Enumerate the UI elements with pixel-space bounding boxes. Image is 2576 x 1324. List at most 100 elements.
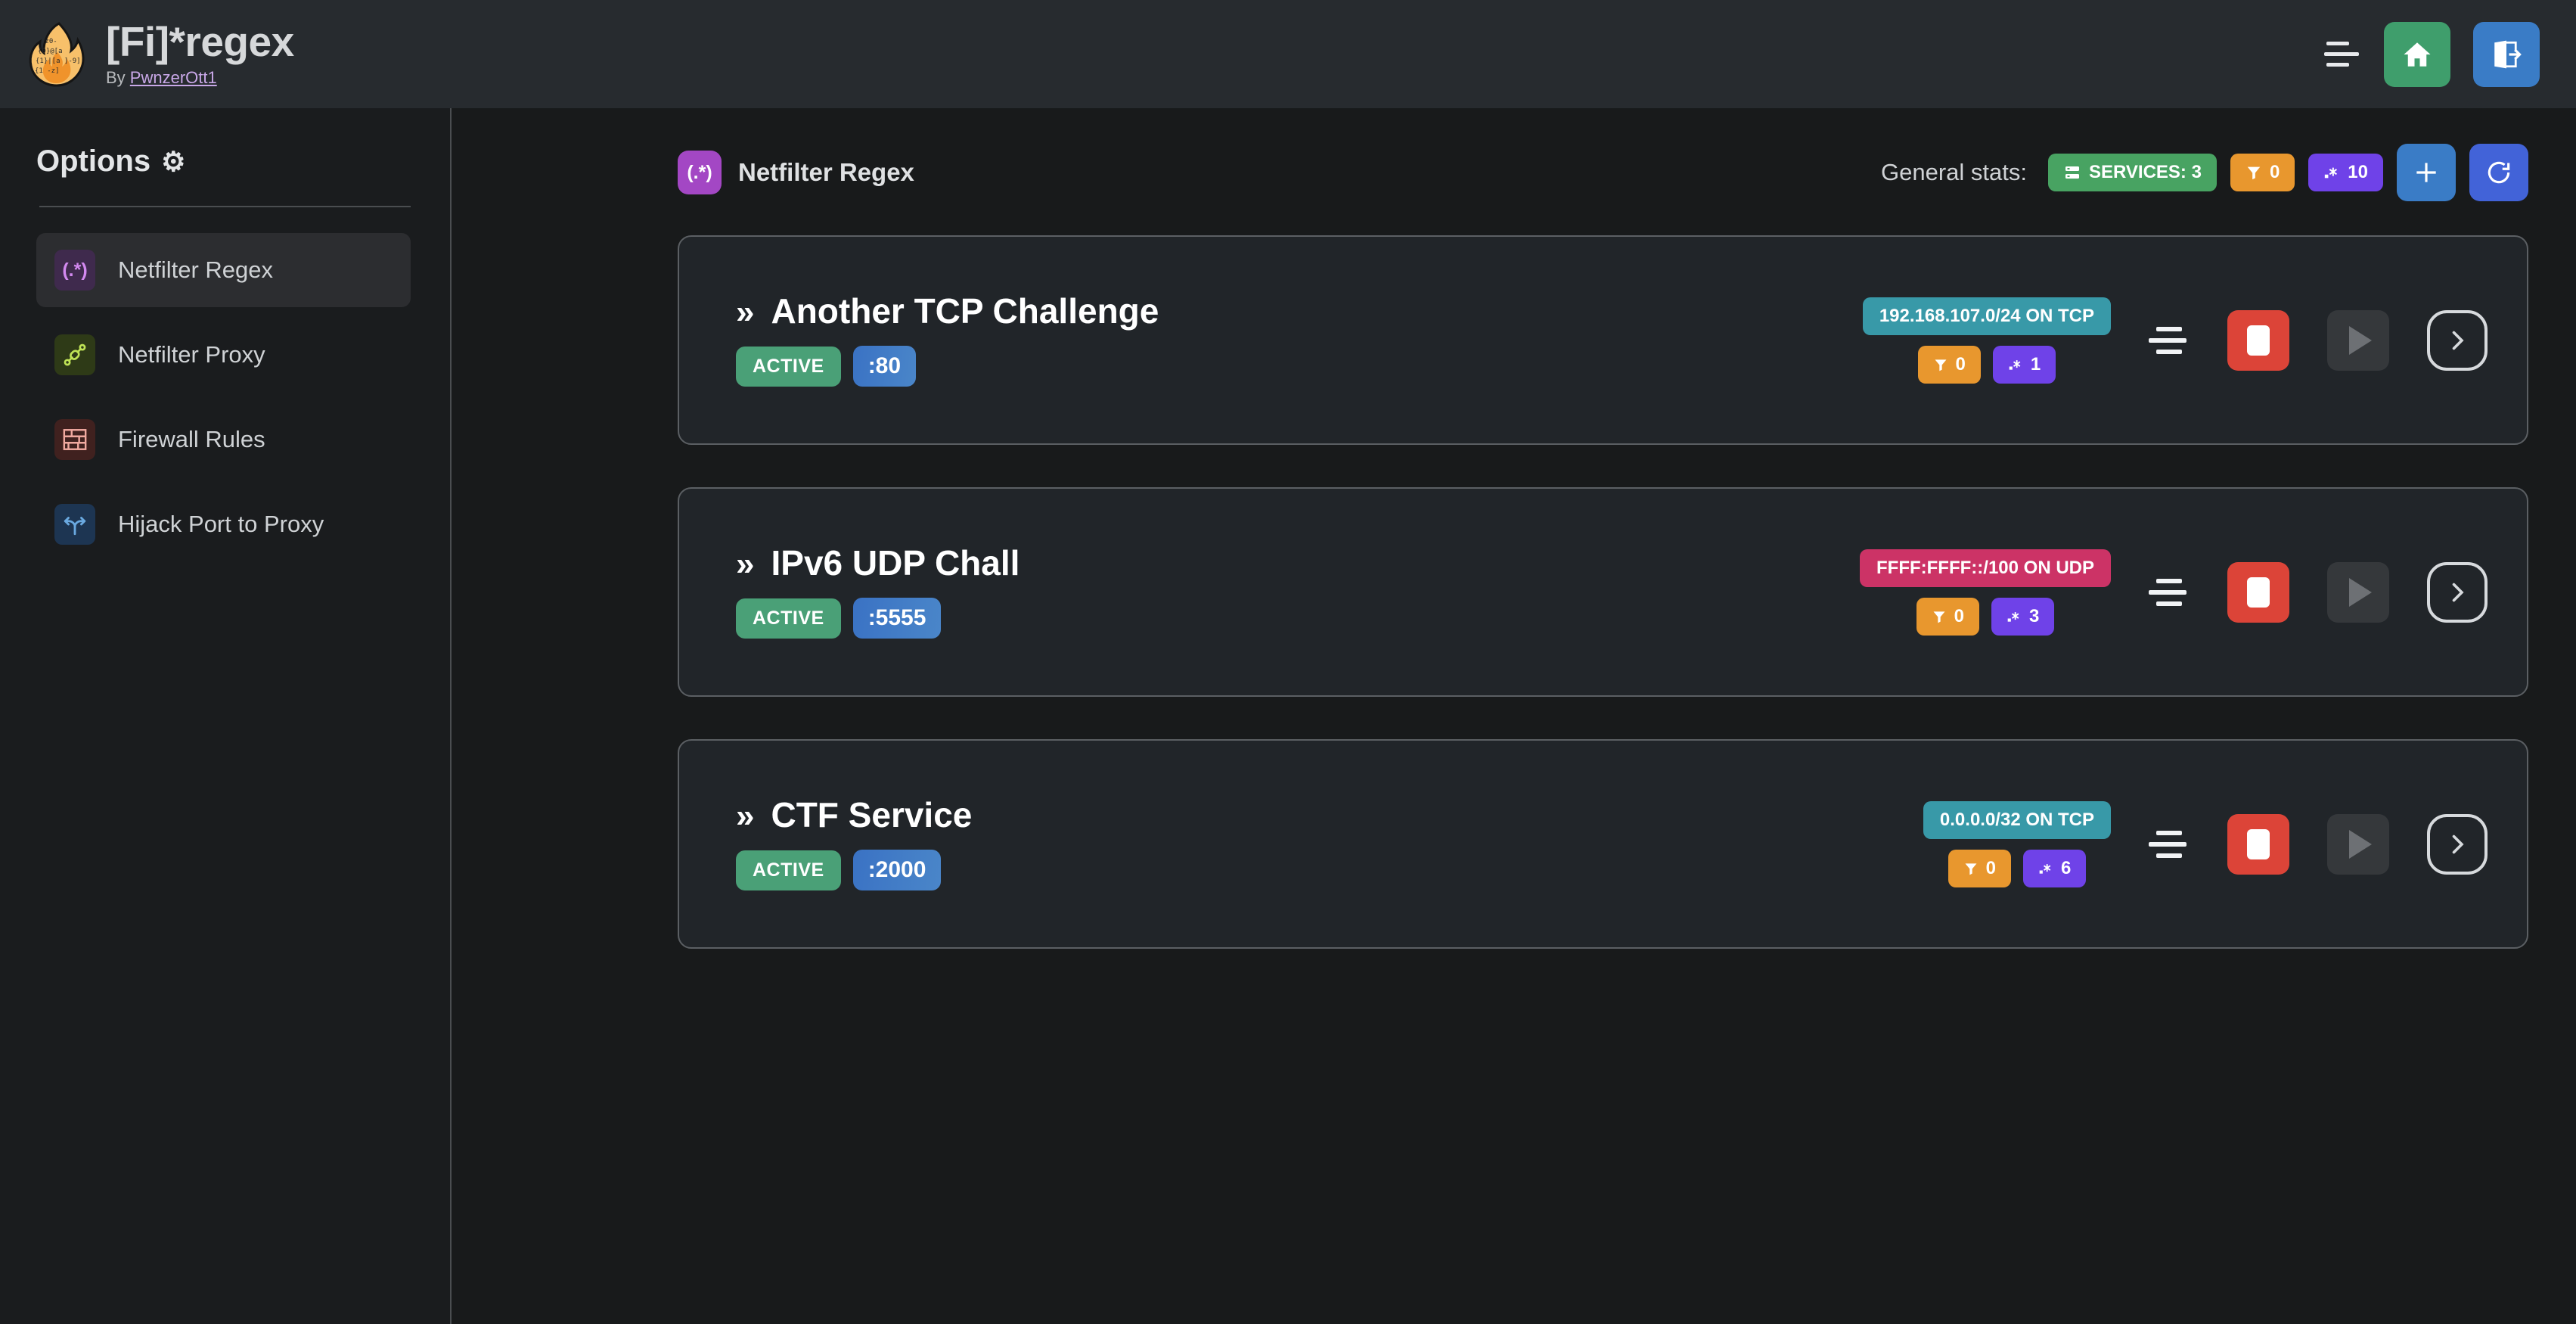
services-count-label: SERVICES: 3 — [2088, 162, 2202, 182]
hamburger-line — [2326, 63, 2349, 67]
network-badge: 0.0.0.0/32 ON TCP — [1923, 800, 2111, 839]
sidebar-item-label: Netfilter Proxy — [118, 341, 265, 368]
home-button[interactable] — [2384, 21, 2450, 87]
logout-button[interactable] — [2473, 21, 2540, 87]
service-info: » Another TCP Challenge ACTIVE :80 — [736, 294, 1159, 387]
drag-handle-icon[interactable] — [2149, 830, 2190, 858]
plug-icon — [54, 334, 95, 375]
double-chevron-icon: » — [736, 797, 755, 834]
refresh-button[interactable] — [2469, 144, 2528, 201]
page-title: (.*) Netfilter Regex — [678, 151, 914, 194]
top-bar-actions — [2322, 21, 2540, 87]
regex-star-icon — [2325, 167, 2338, 179]
status-badge-regexes: 3 — [1991, 597, 2055, 636]
service-card[interactable]: » CTF Service ACTIVE :2000 0.0.0.0/32 ON… — [678, 739, 2528, 949]
service-controls: 0.0.0.0/32 ON TCP 0 6 — [1923, 800, 2488, 887]
service-name: CTF Service — [771, 795, 973, 834]
regex-star-icon — [2009, 359, 2021, 370]
service-counts: 0 3 — [1916, 597, 2055, 636]
status-badge-filters: 0 — [1917, 345, 1981, 384]
sidebar-item-firewall-rules[interactable]: Firewall Rules — [36, 402, 411, 477]
top-bar: -z0- {0}@[a {1}|[a ]-9] {1 -z] [Fi]*rege… — [0, 0, 2576, 108]
general-stats: General stats: SERVICES: 3 0 10 — [1881, 144, 2528, 201]
drag-line — [2149, 337, 2186, 343]
regex-icon: (.*) — [54, 250, 95, 291]
status-badge-filters: 0 — [1916, 597, 1979, 636]
sidebar-item-label: Netfilter Regex — [118, 256, 274, 283]
sidebar-title: Options ⚙ — [36, 145, 411, 179]
regex-count-label: 6 — [2060, 857, 2072, 878]
sidebar-item-netfilter-proxy[interactable]: Netfilter Proxy — [36, 318, 411, 392]
hamburger-line — [2326, 42, 2349, 45]
main-content: (.*) Netfilter Regex General stats: SERV… — [452, 108, 2576, 1324]
server-icon — [2065, 166, 2079, 179]
service-counts: 0 1 — [1917, 345, 2056, 384]
sidebar-divider — [39, 206, 411, 207]
author-line: By PwnzerOtt1 — [106, 68, 294, 88]
port-badge: :5555 — [852, 598, 942, 639]
flame-regex-logo: -z0- {0}@[a {1}|[a ]-9] {1 -z] — [29, 21, 85, 87]
regex-count-label: 10 — [2348, 162, 2368, 182]
stop-button[interactable] — [2227, 309, 2289, 371]
regex-star-icon — [2007, 611, 2019, 622]
svg-text:-z0-: -z0- — [41, 38, 57, 45]
play-icon — [2349, 829, 2372, 859]
svg-text:{1 -z]: {1 -z] — [35, 67, 60, 75]
chevron-right-icon — [2452, 331, 2464, 350]
logout-icon — [2494, 40, 2522, 68]
svg-text:{0}@[a: {0}@[a — [38, 48, 63, 55]
filter-icon — [2247, 166, 2261, 180]
app-title: [Fi]*regex — [106, 17, 294, 65]
drag-line — [2156, 830, 2182, 835]
drag-line — [2149, 841, 2186, 847]
service-card[interactable]: » IPv6 UDP Chall ACTIVE :5555 FFFF:FFFF:… — [678, 487, 2528, 697]
service-badges: ACTIVE :2000 — [736, 850, 972, 890]
filter-icon — [1965, 862, 1977, 875]
service-list: » Another TCP Challenge ACTIVE :80 192.1… — [452, 201, 2576, 949]
status-badge-filters: 0 — [2230, 154, 2295, 191]
status-badge-services: SERVICES: 3 — [2047, 154, 2217, 191]
play-button[interactable] — [2327, 561, 2389, 623]
main-header: (.*) Netfilter Regex General stats: SERV… — [452, 108, 2576, 201]
port-badge: :2000 — [852, 850, 942, 890]
service-counts: 0 6 — [1948, 849, 2087, 887]
general-stats-label: General stats: — [1881, 159, 2027, 185]
expand-service-button[interactable] — [2427, 309, 2488, 371]
drag-handle-icon[interactable] — [2149, 578, 2190, 606]
expand-service-button[interactable] — [2427, 561, 2488, 623]
play-button[interactable] — [2327, 813, 2389, 875]
play-icon — [2349, 577, 2372, 607]
stop-button[interactable] — [2227, 813, 2289, 875]
hamburger-line — [2324, 52, 2359, 56]
drag-handle-icon[interactable] — [2149, 326, 2190, 354]
service-card[interactable]: » Another TCP Challenge ACTIVE :80 192.1… — [678, 235, 2528, 445]
stop-icon — [2247, 577, 2270, 608]
fork-arrow-icon — [54, 504, 95, 545]
stop-button[interactable] — [2227, 561, 2289, 623]
drag-line — [2156, 601, 2182, 606]
sidebar-item-hijack-port-to-proxy[interactable]: Hijack Port to Proxy — [36, 487, 411, 561]
svg-text:{1}|[a ]-9]: {1}|[a ]-9] — [36, 57, 81, 65]
regex-icon: (.*) — [678, 151, 722, 194]
filter-count-label: 0 — [2269, 162, 2280, 182]
gear-icon: ⚙ — [161, 145, 186, 177]
expand-service-button[interactable] — [2427, 813, 2488, 875]
status-badge: ACTIVE — [736, 850, 841, 890]
sidebar: Options ⚙ (.*) Netfilter Regex Netfilter… — [0, 108, 452, 1324]
filter-icon — [1933, 611, 1945, 623]
author-link[interactable]: PwnzerOtt1 — [129, 68, 217, 88]
hamburger-menu-icon[interactable] — [2322, 39, 2361, 70]
service-network-info: 0.0.0.0/32 ON TCP 0 6 — [1923, 800, 2111, 887]
network-badge: 192.168.107.0/24 ON TCP — [1862, 297, 2111, 335]
regex-count-label: 3 — [2029, 605, 2040, 626]
by-prefix: By — [106, 68, 130, 88]
play-button[interactable] — [2327, 309, 2389, 371]
add-service-button[interactable] — [2397, 144, 2456, 201]
service-title: » Another TCP Challenge — [736, 294, 1159, 329]
service-name: Another TCP Challenge — [771, 291, 1159, 331]
stop-icon — [2247, 828, 2270, 859]
brick-wall-icon — [54, 419, 95, 460]
sidebar-title-label: Options — [36, 145, 151, 178]
status-badge-regexes: 10 — [2308, 154, 2383, 191]
sidebar-item-netfilter-regex[interactable]: (.*) Netfilter Regex — [36, 233, 411, 307]
